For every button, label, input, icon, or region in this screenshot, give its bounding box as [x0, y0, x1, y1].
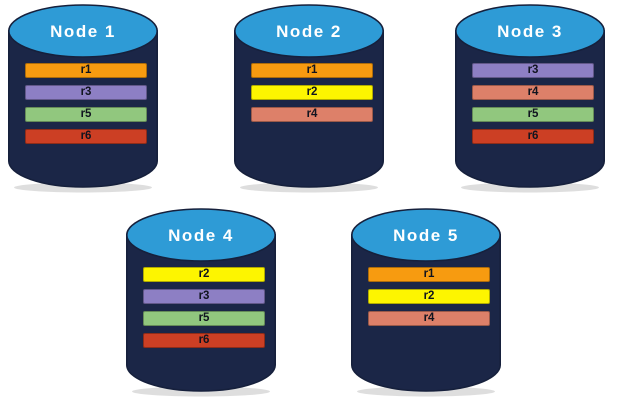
- record-bar[interactable]: r2: [368, 289, 490, 304]
- record-bar[interactable]: r5: [472, 107, 594, 122]
- cylinder-top-cap: [351, 208, 501, 262]
- record-bar[interactable]: r5: [25, 107, 147, 122]
- record-bar[interactable]: r5: [143, 311, 265, 326]
- cylinder-top-cap: [455, 4, 605, 58]
- record-bar[interactable]: r6: [143, 333, 265, 348]
- cylinder-top-cap: [234, 4, 384, 58]
- cylinder-top-cap: [126, 208, 276, 262]
- record-bar[interactable]: r6: [25, 129, 147, 144]
- record-bar[interactable]: r4: [251, 107, 373, 122]
- record-bar[interactable]: r4: [472, 85, 594, 100]
- record-bar[interactable]: r3: [25, 85, 147, 100]
- record-bar[interactable]: r2: [143, 267, 265, 282]
- record-bar[interactable]: r3: [143, 289, 265, 304]
- record-bar[interactable]: r1: [368, 267, 490, 282]
- record-bar[interactable]: r6: [472, 129, 594, 144]
- cylinder-top-cap: [8, 4, 158, 58]
- record-bar[interactable]: r3: [472, 63, 594, 78]
- record-bar[interactable]: r1: [25, 63, 147, 78]
- record-bar[interactable]: r4: [368, 311, 490, 326]
- record-bar[interactable]: r2: [251, 85, 373, 100]
- record-bar[interactable]: r1: [251, 63, 373, 78]
